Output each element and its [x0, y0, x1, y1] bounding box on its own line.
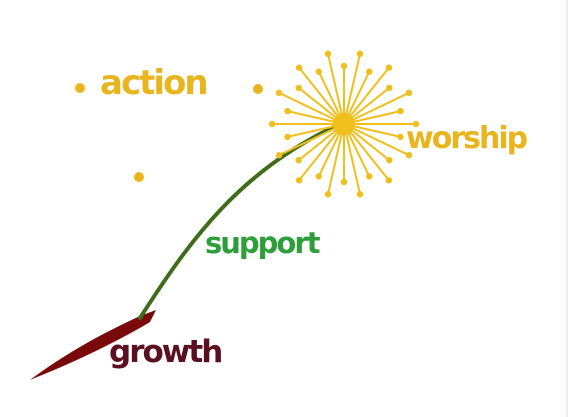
burst-ray — [343, 91, 410, 125]
burst-ray-tip — [385, 64, 393, 71]
burst-ray-tip — [284, 133, 291, 141]
burst-ray-tip — [412, 120, 420, 128]
burst-ray — [327, 123, 345, 195]
label-worship: worship — [406, 121, 528, 156]
burst-ray — [298, 123, 345, 161]
burst-ray — [343, 123, 361, 195]
label-support: support — [205, 226, 321, 260]
burst-ray — [343, 123, 371, 177]
burst-ray — [298, 123, 345, 181]
burst-ray — [343, 123, 390, 161]
burst-ray-tip — [315, 173, 322, 180]
root-shape-icon — [30, 310, 156, 380]
burst-ray-tip — [275, 89, 283, 97]
dot-icon — [75, 83, 85, 93]
burst-ray — [343, 123, 401, 138]
burst-ray — [343, 123, 410, 157]
stem-icon — [138, 122, 342, 320]
burst-ray — [327, 53, 345, 125]
burst-ray-tip — [405, 89, 413, 97]
burst-ray-tip — [268, 120, 276, 128]
burst-ray-tip — [340, 62, 348, 70]
burst-ray-tip — [340, 178, 348, 186]
burst-ray — [287, 110, 345, 125]
burst-ray-tip — [275, 152, 283, 159]
label-growth: growth — [109, 334, 223, 370]
burst-ray-tip — [366, 68, 373, 75]
dot-icon — [134, 172, 144, 182]
burst-ray-tip — [295, 157, 302, 164]
burst-ray-tip — [386, 157, 393, 164]
burst-ray-tip — [295, 84, 302, 92]
burst-ray-tip — [397, 133, 404, 141]
burst-ray-tip — [324, 50, 332, 57]
burst-ray-tip — [386, 84, 393, 92]
burst-ray — [278, 123, 345, 157]
burst-ray-tip — [385, 177, 393, 184]
burst-ray — [317, 71, 345, 125]
burst-ray — [298, 87, 345, 125]
dandelion-burst-icon — [268, 50, 420, 198]
burst-ray-tip — [356, 191, 364, 198]
burst-ray-tip — [356, 50, 364, 57]
burst-ray — [343, 67, 390, 125]
burst-ray-tip — [284, 107, 291, 115]
burst-ray-tip — [324, 191, 332, 198]
burst-ray — [343, 71, 371, 125]
burst-ray-tip — [295, 64, 303, 71]
dot-icon — [253, 84, 263, 94]
burst-ray — [343, 53, 361, 125]
burst-ray-tip — [295, 177, 303, 184]
burst-ray — [343, 87, 390, 125]
burst-ray-tip — [366, 173, 373, 180]
burst-ray — [287, 123, 345, 138]
burst-ray — [343, 123, 390, 181]
burst-ray — [343, 110, 401, 125]
label-action: action — [100, 63, 209, 103]
burst-ray — [317, 123, 345, 177]
burst-ray-tip — [315, 68, 322, 75]
burst-ray-tip — [405, 152, 413, 159]
burst-ray — [278, 91, 345, 125]
burst-ray — [298, 67, 345, 125]
right-edge-divider — [566, 0, 568, 417]
burst-ray-tip — [397, 107, 404, 115]
